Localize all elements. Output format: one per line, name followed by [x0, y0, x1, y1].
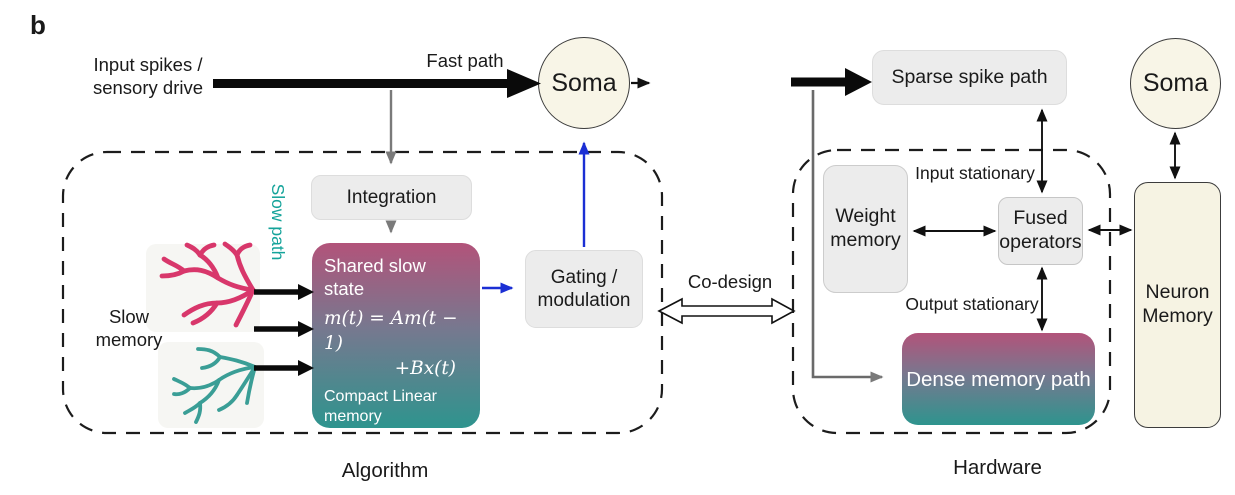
gating-modulation-box: Gating / modulation: [525, 250, 643, 328]
slow-memory-line1: Slow: [108, 306, 150, 327]
teal-dendrite-icon: [172, 347, 257, 424]
shared-state-caption: Compact Linear memory: [324, 388, 437, 426]
fast-path-label: Fast path: [426, 50, 504, 71]
slow-path-label: Slow path: [268, 183, 288, 261]
pink-dendrite-icon: [159, 241, 256, 328]
soma-circle-hardware: Soma: [1130, 38, 1221, 129]
fused-operators-box: Fused operators: [998, 197, 1083, 265]
input-spikes-line2: sensory drive: [92, 76, 203, 98]
hardware-region-label: Hardware: [953, 456, 1042, 479]
integration-box: Integration: [311, 175, 472, 220]
sparse-spike-path-box: Sparse spike path: [872, 50, 1067, 105]
input-spikes-line1: Input spikes /: [93, 54, 203, 75]
hardware-input-arrow: [791, 68, 872, 96]
input-spikes-label: Input spikes / sensory drive: [83, 54, 213, 99]
fast-path-arrow: [213, 69, 541, 98]
weight-memory-box: Weight memory: [823, 165, 908, 293]
codesign-label: Co-design: [687, 271, 773, 292]
shared-state-equation-line1: m(t) = Am(t − 1): [324, 308, 458, 355]
algorithm-region-label: Algorithm: [341, 459, 429, 482]
output-stationary-label: Output stationary: [905, 294, 1039, 314]
dendrite-input-arrow-2: [254, 321, 314, 337]
soma-circle-algorithm: Soma: [538, 37, 630, 129]
dendrite-input-arrow-1: [254, 284, 314, 300]
slow-memory-line2: memory: [95, 328, 163, 350]
panel-letter: b: [30, 10, 46, 40]
dendrite-input-arrow-3: [254, 360, 314, 376]
codesign-double-arrow: [657, 297, 796, 325]
input-stationary-label: Input stationary: [915, 163, 1035, 183]
neuron-memory-box: Neuron Memory: [1134, 182, 1221, 428]
shared-state-equation-line2: +Bx(t): [394, 358, 456, 380]
slow-memory-label: Slow memory: [89, 306, 169, 351]
shared-state-title: Shared slow state: [324, 255, 426, 300]
dense-memory-path-box: Dense memory path: [902, 333, 1095, 425]
teal-dendrite-card: [158, 342, 264, 428]
shared-slow-state-box: Shared slow state m(t) = Am(t − 1) +Bx(t…: [312, 243, 480, 428]
